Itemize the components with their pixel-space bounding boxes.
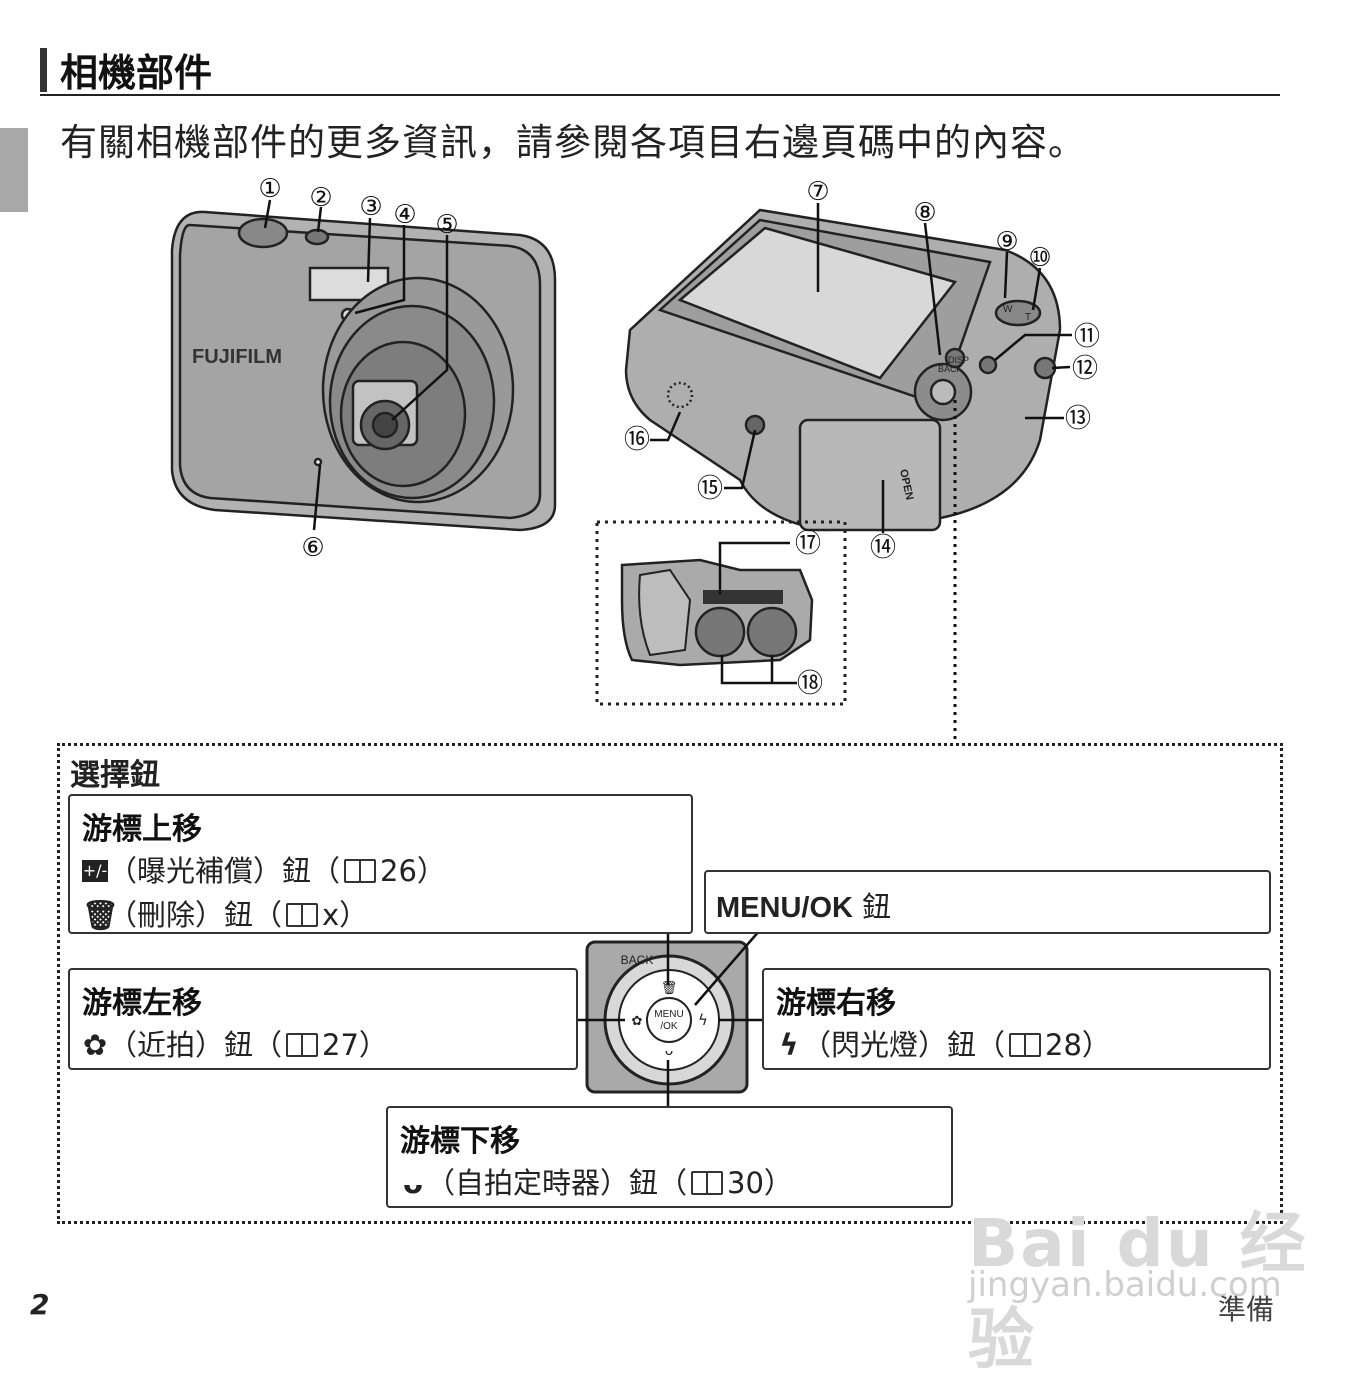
intro-text: 有關相機部件的更多資訊，請參閱各項目右邊頁碼中的內容。 xyxy=(60,121,1086,164)
w-label: W xyxy=(1003,304,1013,315)
front-camera-illustration xyxy=(170,210,557,532)
callout-numbers: ① ② ③ ④ ⑤ ⑥ ⑦ ⑧ ⑨ ⑩ ⑪ ⑫ ⑬ ⑭ ⑮ ⑯ ⑰ ⑱ xyxy=(258,174,1100,699)
page-title: 相機部件 xyxy=(60,51,213,95)
callout-5: ⑤ xyxy=(435,210,458,240)
cursor-right-heading: 游標右移 xyxy=(776,986,896,1021)
callout-15: ⑮ xyxy=(697,474,723,504)
self-timer-icon: ᴗ xyxy=(403,1166,423,1200)
self-timer-page: 30） xyxy=(727,1166,793,1200)
back-label-small: BACK xyxy=(938,364,963,374)
selector-dial-illustration: MENU /OK BACK 🗑 ᴗ ✿ ϟ xyxy=(585,940,749,1094)
callout-13: ⑬ xyxy=(1065,404,1091,434)
callout-1: ① xyxy=(258,174,281,204)
watermark-url: jingyan.baidu.com xyxy=(968,1265,1282,1305)
macro-page: 27） xyxy=(322,1028,388,1062)
flash-page: 28） xyxy=(1045,1028,1111,1062)
book-icon xyxy=(691,1171,724,1195)
section-label: 準備 xyxy=(1218,1293,1275,1326)
svg-text:✿: ✿ xyxy=(632,1014,643,1029)
book-icon xyxy=(1009,1033,1042,1057)
flash-text: （閃光燈）鈕（ xyxy=(802,1028,1006,1062)
self-timer-text: （自拍定時器）鈕（ xyxy=(426,1166,688,1200)
dial-back-label: BACK xyxy=(621,953,654,967)
book-icon xyxy=(286,1033,319,1057)
disp-label: DISP xyxy=(948,355,969,365)
title-rule xyxy=(40,44,1280,96)
cursor-up-box: 游標上移 +/-（曝光補償）鈕（ 26） 🗑（刪除）鈕（ x） xyxy=(68,794,693,934)
back-camera-illustration xyxy=(624,208,1062,532)
svg-text:🗑: 🗑 xyxy=(661,980,678,996)
cursor-down-box: 游標下移 ᴗ（自拍定時器）鈕（ 30） xyxy=(386,1106,953,1208)
cursor-up-heading: 游標上移 xyxy=(82,812,202,847)
selector-title: 選擇鈕 xyxy=(70,758,160,793)
title-marker xyxy=(40,48,47,92)
leader-lines xyxy=(263,199,1072,740)
t-label: T xyxy=(1025,312,1031,323)
svg-text:/OK: /OK xyxy=(660,1021,678,1032)
callout-6: ⑥ xyxy=(301,533,324,563)
callout-7: ⑦ xyxy=(806,177,829,207)
callout-9: ⑨ xyxy=(995,227,1018,257)
svg-text:ᴗ: ᴗ xyxy=(665,1043,674,1059)
chapter-tab xyxy=(0,128,28,212)
exposure-compensation-text: （曝光補償）鈕（ xyxy=(108,854,341,888)
callout-4: ④ xyxy=(393,200,416,230)
callout-14: ⑭ xyxy=(870,533,896,563)
callout-17: ⑰ xyxy=(795,529,821,559)
book-icon xyxy=(344,859,377,883)
page-number: 2 xyxy=(30,1288,50,1321)
menu-ok-box: MENU/OK 鈕 xyxy=(704,870,1271,934)
delete-page: x） xyxy=(322,898,369,932)
menu-ok-label: MENU/OK xyxy=(716,892,853,924)
menu-ok-suffix: 鈕 xyxy=(852,890,892,924)
callout-8: ⑧ xyxy=(913,198,936,228)
callout-11: ⑪ xyxy=(1074,322,1100,352)
cursor-down-heading: 游標下移 xyxy=(400,1124,520,1159)
callout-16: ⑯ xyxy=(624,425,650,455)
cursor-right-box: 游標右移 ϟ（閃光燈）鈕（ 28） xyxy=(762,968,1271,1070)
cursor-left-heading: 游標左移 xyxy=(82,986,202,1021)
flash-icon: ϟ xyxy=(779,1028,799,1062)
book-icon xyxy=(286,903,319,927)
exposure-compensation-icon: +/- xyxy=(82,860,108,882)
cursor-left-box: 游標左移 ✿（近拍）鈕（ 27） xyxy=(68,968,578,1070)
macro-icon: ✿ xyxy=(82,1028,108,1062)
svg-text:MENU: MENU xyxy=(654,1009,683,1020)
callout-10: ⑩ xyxy=(1028,243,1051,273)
fujifilm-logo: FUJIFILM xyxy=(192,346,282,368)
selector-panel xyxy=(57,743,1283,1224)
callout-12: ⑫ xyxy=(1072,354,1098,384)
battery-compartment-illustration xyxy=(595,520,847,706)
callout-3: ③ xyxy=(359,192,382,222)
camera-illustrations: FUJIFILM DISP BACK W T OPEN xyxy=(170,174,1100,740)
callout-2: ② xyxy=(309,183,332,213)
watermark-logo: Bai du 经验 xyxy=(968,1205,1308,1378)
macro-text: （近拍）鈕（ xyxy=(108,1028,283,1062)
callout-18: ⑱ xyxy=(797,669,823,699)
delete-text: （刪除）鈕（ xyxy=(108,898,283,932)
trash-icon: 🗑 xyxy=(82,898,119,932)
exposure-compensation-page: 26） xyxy=(380,854,446,888)
svg-text:ϟ: ϟ xyxy=(698,1011,708,1029)
